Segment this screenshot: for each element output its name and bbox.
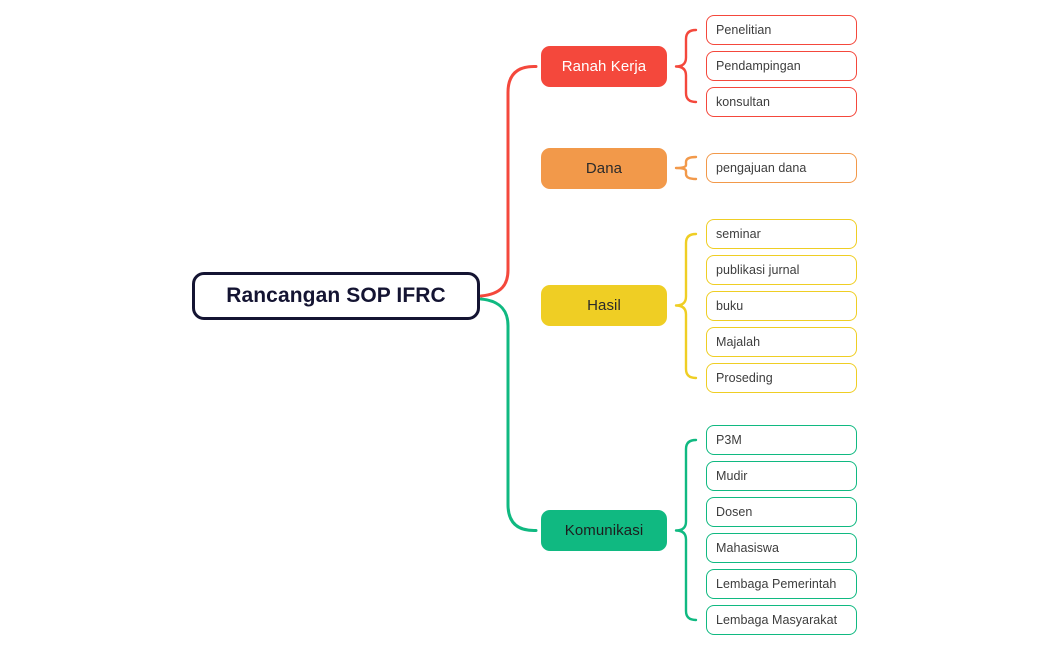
leaf-node[interactable]: Pendampingan	[706, 51, 857, 81]
connector-path	[674, 438, 698, 622]
leaf-node[interactable]: Dosen	[706, 497, 857, 527]
branch-node-hasil[interactable]: Hasil	[541, 285, 667, 326]
leaf-node[interactable]: Penelitian	[706, 15, 857, 45]
branch-node-komunikasi[interactable]: Komunikasi	[541, 510, 667, 551]
leaf-node[interactable]: seminar	[706, 219, 857, 249]
root-node[interactable]: Rancangan SOP IFRC	[192, 272, 480, 320]
connector-path	[674, 28, 698, 104]
branch-node-ranah-kerja[interactable]: Ranah Kerja	[541, 46, 667, 87]
branch-node-label: Dana	[585, 160, 623, 177]
root-node-label: Rancangan SOP IFRC	[226, 284, 446, 307]
leaf-node-label: Majalah	[716, 335, 761, 349]
leaf-node[interactable]: publikasi jurnal	[706, 255, 857, 285]
leaf-node-label: Pendampingan	[716, 59, 801, 73]
leaf-node-label: Mahasiswa	[716, 541, 779, 555]
leaf-node[interactable]: Lembaga Pemerintah	[706, 569, 857, 599]
leaf-node-label: Mudir	[716, 469, 748, 483]
leaf-node-label: konsultan	[716, 95, 770, 109]
leaf-node[interactable]: Proseding	[706, 363, 857, 393]
leaf-node[interactable]: Mudir	[706, 461, 857, 491]
leaf-node[interactable]: buku	[706, 291, 857, 321]
leaf-node-label: pengajuan dana	[716, 161, 807, 175]
leaf-node-label: Dosen	[716, 505, 753, 519]
leaf-node-label: publikasi jurnal	[716, 263, 800, 277]
leaf-node[interactable]: pengajuan dana	[706, 153, 857, 183]
leaf-node[interactable]: P3M	[706, 425, 857, 455]
connector-path	[674, 155, 698, 181]
leaf-node[interactable]: Mahasiswa	[706, 533, 857, 563]
leaf-node[interactable]: Lembaga Masyarakat	[706, 605, 857, 635]
leaf-node-label: Lembaga Pemerintah	[716, 577, 837, 591]
leaf-node[interactable]: Majalah	[706, 327, 857, 357]
leaf-node-label: Lembaga Masyarakat	[716, 613, 838, 627]
branch-node-label: Ranah Kerja	[561, 58, 647, 75]
branch-node-label: Hasil	[587, 297, 621, 314]
leaf-node-label: P3M	[716, 433, 742, 447]
leaf-node[interactable]: konsultan	[706, 87, 857, 117]
leaf-node-label: seminar	[716, 227, 761, 241]
leaf-node-label: Penelitian	[716, 23, 772, 37]
connector-path	[479, 297, 538, 532]
branch-node-label: Komunikasi	[564, 522, 644, 539]
connector-path	[674, 232, 698, 380]
leaf-node-label: Proseding	[716, 371, 773, 385]
branch-node-dana[interactable]: Dana	[541, 148, 667, 189]
connector-path	[479, 65, 538, 298]
leaf-node-label: buku	[716, 299, 744, 313]
